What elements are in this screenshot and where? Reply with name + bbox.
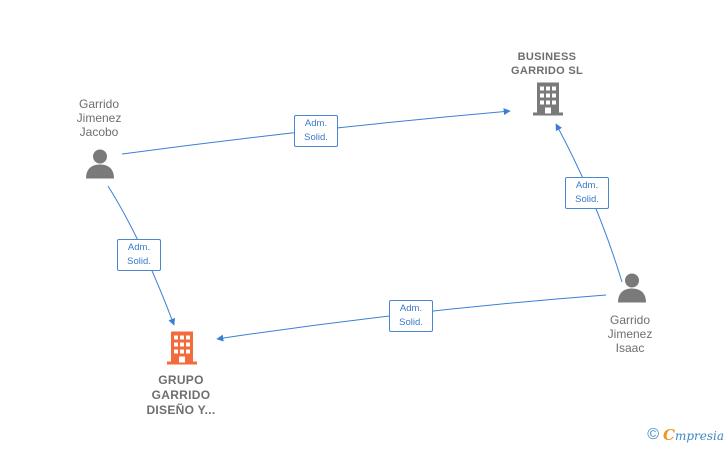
footer-brand: © Cmpresia <box>647 426 724 444</box>
edge-label-isaac-business[interactable]: Adm. Solid. <box>565 177 609 209</box>
jacobo-label[interactable]: Garrido Jimenez Jacobo <box>76 97 122 139</box>
empresia-logo[interactable]: Cmpresia <box>662 426 724 444</box>
jacobo-person-icon <box>86 149 114 179</box>
building-icon[interactable] <box>531 81 565 122</box>
grupo-garrido-building-icon <box>167 331 197 365</box>
edge-label-jacobo-business[interactable]: Adm. Solid. <box>294 115 338 147</box>
isaac-person-icon <box>618 273 646 303</box>
isaac-label[interactable]: Garrido Jimenez Isaac <box>607 313 653 355</box>
person-icon[interactable] <box>84 148 116 185</box>
business-garrido-building-icon <box>533 82 563 116</box>
building-icon[interactable] <box>165 330 199 371</box>
copyright-icon: © <box>647 426 659 443</box>
edge-label-jacobo-grupo[interactable]: Adm. Solid. <box>117 239 161 271</box>
person-icon[interactable] <box>616 272 648 309</box>
grupo-garrido-label[interactable]: GRUPO GARRIDO DISEÑO Y... <box>146 373 216 417</box>
edge-label-isaac-grupo[interactable]: Adm. Solid. <box>389 300 433 332</box>
business-garrido-label[interactable]: BUSINESS GARRIDO SL <box>510 51 584 77</box>
